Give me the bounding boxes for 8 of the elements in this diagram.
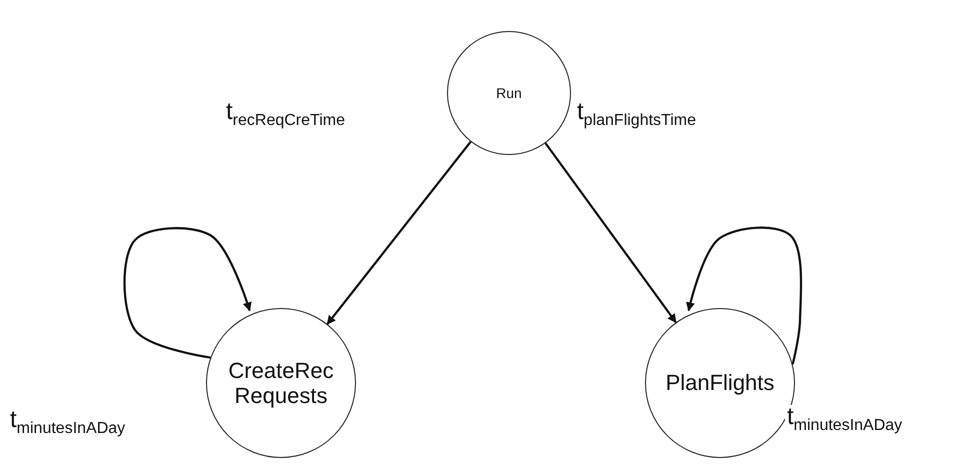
edge-label: t$_{minutesInADay}$	[785, 405, 904, 434]
state-name: Run	[496, 84, 522, 102]
self-loop-arrow	[123, 227, 252, 359]
arrow	[544, 142, 677, 324]
state-name: PlanFlights	[666, 370, 774, 396]
self-loop-arrow	[686, 226, 802, 365]
state-name: CreateRec Requests	[227, 358, 335, 408]
arrow	[326, 141, 472, 325]
